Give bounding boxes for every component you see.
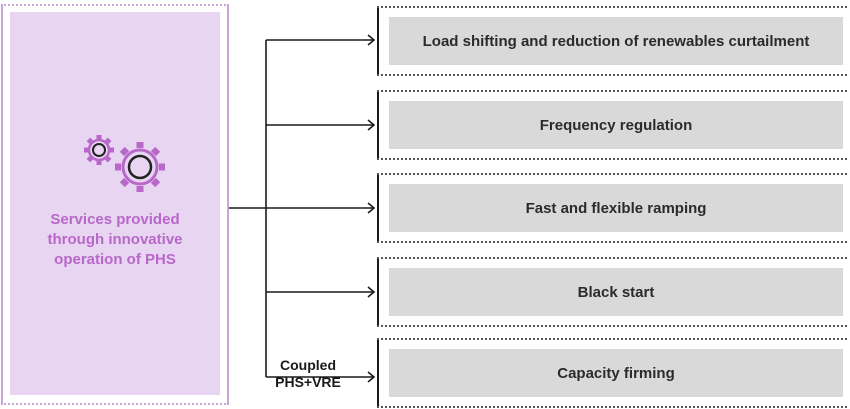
arrowhead-5 (367, 371, 376, 383)
dotted-divider (377, 406, 847, 408)
dotted-divider (377, 6, 847, 8)
service-item: Black start (377, 257, 847, 327)
arrowhead-2 (367, 119, 376, 131)
service-label: Frequency regulation (539, 116, 693, 134)
source-label-line: operation of PHS (54, 251, 176, 268)
arrowhead-1 (367, 34, 376, 46)
service-frame (377, 90, 847, 160)
service-bar: Black start (389, 268, 843, 316)
service-frame (377, 6, 847, 76)
dotted-divider (377, 173, 847, 175)
service-label: Capacity firming (557, 364, 675, 382)
service-bar: Fast and flexible ramping (389, 184, 843, 232)
service-bar: Frequency regulation (389, 101, 843, 149)
dotted-divider (377, 90, 847, 92)
service-bar: Load shifting and reduction of renewable… (389, 17, 843, 65)
coupled-label-line: PHS+VRE (275, 374, 341, 390)
service-frame (377, 338, 847, 408)
service-label: Fast and flexible ramping (525, 199, 707, 217)
service-item: Capacity firming (377, 338, 847, 408)
dotted-divider (377, 158, 847, 160)
source-box-frame (1, 4, 229, 405)
coupled-label-line: Coupled (280, 357, 336, 373)
service-bar: Capacity firming (389, 349, 843, 397)
gears-icon (84, 135, 165, 192)
arrowhead-3 (367, 202, 376, 214)
service-frame (377, 257, 847, 327)
source-label-line: through innovative (47, 231, 183, 248)
service-item: Load shifting and reduction of renewable… (377, 6, 847, 76)
source-box (10, 12, 220, 395)
service-label: Load shifting and reduction of renewable… (422, 32, 810, 50)
dotted-divider (377, 338, 847, 340)
service-item: Fast and flexible ramping (377, 173, 847, 243)
dotted-divider (377, 74, 847, 76)
arrowhead-4 (367, 286, 376, 298)
dotted-divider (377, 241, 847, 243)
dotted-divider (377, 257, 847, 259)
source-label: Services provided through innovative ope… (10, 210, 220, 270)
service-label: Black start (577, 283, 655, 301)
coupled-label: Coupled PHS+VRE (270, 357, 346, 391)
dotted-divider (377, 325, 847, 327)
service-frame (377, 173, 847, 243)
service-item: Frequency regulation (377, 90, 847, 160)
source-label-line: Services provided (50, 211, 180, 228)
